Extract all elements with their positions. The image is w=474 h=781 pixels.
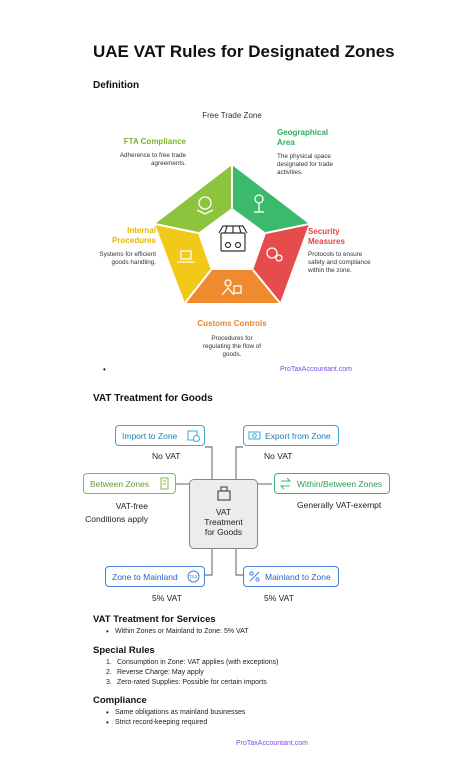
export-from-zone-node: Export from Zone bbox=[243, 425, 339, 446]
percent-icon bbox=[249, 571, 260, 582]
cus-label: Customs Controls bbox=[197, 319, 267, 328]
signpost-icon bbox=[254, 194, 264, 213]
goods-center-box: VAT Treatment for Goods bbox=[189, 479, 258, 549]
special-heading: Special Rules bbox=[93, 645, 155, 656]
goods-connectors bbox=[176, 446, 272, 576]
segment-geo bbox=[232, 165, 309, 233]
cus-desc: Procedures for regulating the flow of go… bbox=[202, 335, 262, 358]
geo-label: Geographical Area bbox=[277, 128, 329, 147]
watermark: ProTaxAccountant.com bbox=[280, 366, 352, 373]
customs-officer-icon bbox=[221, 279, 242, 296]
within-label: Within/Between Zones bbox=[297, 478, 383, 489]
between-note: VAT-free Conditions apply bbox=[85, 501, 148, 524]
segment-sec bbox=[253, 224, 309, 303]
empty-bullet: • bbox=[103, 365, 106, 374]
market-stall-icon bbox=[218, 225, 248, 252]
to-mainland-label: Zone to Mainland bbox=[112, 571, 178, 582]
cart-icon bbox=[217, 486, 231, 501]
services-list: Within Zones or Mainland to Zone: 5% VAT bbox=[103, 627, 249, 638]
cash-icon bbox=[248, 431, 261, 440]
from-mainland-note: 5% VAT bbox=[264, 593, 294, 603]
within-note: Generally VAT-exempt bbox=[297, 500, 382, 510]
segment-int bbox=[155, 224, 211, 303]
building-icon bbox=[160, 477, 169, 490]
goods-heading: VAT Treatment for Goods bbox=[93, 393, 213, 404]
geo-desc: The physical space designated for trade … bbox=[277, 153, 334, 176]
list-item: 3.Zero-rated Supplies: Possible for cert… bbox=[106, 679, 267, 686]
shield-gear-icon bbox=[266, 247, 283, 262]
exchange-icon bbox=[279, 477, 292, 490]
free-trade-zone-label: Free Trade Zone bbox=[202, 111, 262, 120]
between-label: Between Zones bbox=[90, 478, 150, 489]
tax-badge-icon: TAX bbox=[187, 570, 200, 583]
int-label: Internal Procedures bbox=[111, 226, 156, 245]
mainland-to-zone-node: Mainland to Zone bbox=[243, 566, 339, 587]
conveyor-icon bbox=[177, 250, 195, 263]
export-note: No VAT bbox=[264, 451, 293, 461]
import-note: No VAT bbox=[152, 451, 181, 461]
zone-to-mainland-node: Zone to Mainland TAX bbox=[105, 566, 205, 587]
int-desc: Systems for efficient goods handling. bbox=[99, 251, 156, 266]
handshake-icon bbox=[196, 196, 214, 215]
fta-desc: Adherence to free trade agreements. bbox=[119, 152, 186, 167]
within-zones-node: Within/Between Zones bbox=[274, 473, 390, 494]
definition-heading: Definition bbox=[93, 80, 140, 91]
list-item: Strict record-keeping required bbox=[103, 718, 245, 727]
import-to-zone-node: Import to Zone bbox=[115, 425, 205, 446]
center-line-1: VAT bbox=[215, 507, 232, 517]
center-line-2: Treatment bbox=[204, 517, 243, 527]
list-item: 2.Reverse Charge: May apply bbox=[106, 669, 204, 676]
list-item: Within Zones or Mainland to Zone: 5% VAT bbox=[103, 627, 249, 636]
compliance-list: Same obligations as mainland businesses … bbox=[103, 708, 245, 729]
svg-text:TAX: TAX bbox=[188, 575, 198, 581]
import-label: Import to Zone bbox=[122, 430, 178, 441]
segment-fta bbox=[155, 165, 232, 233]
clock-calendar-icon bbox=[187, 430, 200, 442]
center-line-3: for Goods bbox=[204, 527, 243, 537]
special-list: 1.Consumption in Zone: VAT applies (with… bbox=[106, 659, 278, 689]
fta-label: FTA Compliance bbox=[123, 137, 186, 146]
sec-desc: Protocols to ensure safety and complianc… bbox=[308, 251, 371, 274]
footer-watermark: ProTaxAccountant.com bbox=[236, 740, 308, 747]
list-item: 1.Consumption in Zone: VAT applies (with… bbox=[106, 659, 279, 666]
segment-cus bbox=[185, 270, 280, 303]
sec-label: Security Measures bbox=[308, 227, 345, 246]
list-item: Same obligations as mainland businesses bbox=[103, 708, 245, 717]
export-label: Export from Zone bbox=[265, 430, 331, 441]
center-hub bbox=[198, 208, 266, 270]
pentagon-diagram bbox=[154, 165, 310, 304]
services-heading: VAT Treatment for Services bbox=[93, 614, 216, 625]
page-title: UAE VAT Rules for Designated Zones bbox=[93, 42, 395, 61]
between-zones-node: Between Zones bbox=[83, 473, 176, 494]
compliance-heading: Compliance bbox=[93, 695, 147, 706]
from-mainland-label: Mainland to Zone bbox=[265, 571, 331, 582]
to-mainland-note: 5% VAT bbox=[152, 593, 182, 603]
